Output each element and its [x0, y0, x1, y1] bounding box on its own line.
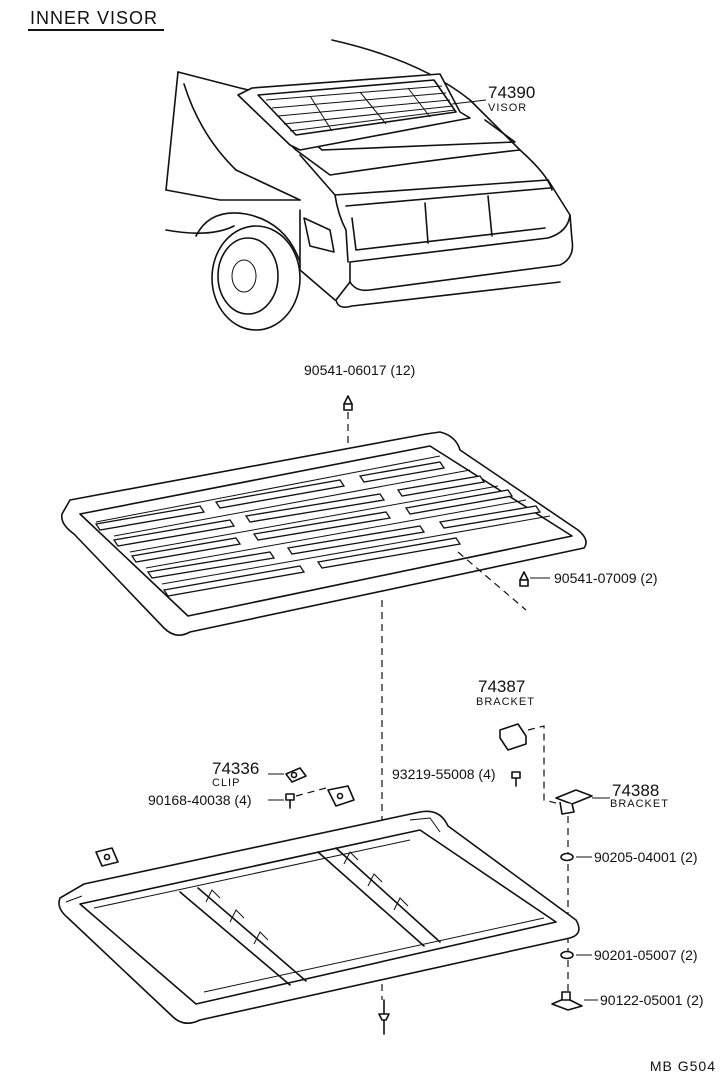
- bracket-lower-part-name: BRACKET: [610, 798, 669, 810]
- washer-1-label: 90205-04001 (2): [594, 849, 698, 865]
- visor-frame: [58, 810, 580, 1024]
- screw-top-label: 90541-06017 (12): [304, 362, 416, 378]
- bracket-upper-part-number: 74387: [478, 677, 526, 696]
- reference-code: MB G504: [649, 1058, 716, 1074]
- bracket-upper-leader: [527, 725, 561, 805]
- clip-screw-icon: [285, 793, 295, 809]
- wing-nut-label: 90122-05001 (2): [600, 992, 704, 1008]
- visor-part-name: VISOR: [488, 102, 528, 114]
- bracket-upper-part-name: BRACKET: [476, 696, 535, 708]
- clip-small-left-icon: [95, 847, 119, 867]
- bracket-lower-part-number: 74388: [612, 781, 660, 800]
- screw-right-icon: [519, 571, 529, 587]
- bottom-bolt-icon: [378, 999, 390, 1035]
- clip-small-icon: [327, 785, 355, 807]
- screw-right-leader: [457, 551, 527, 611]
- visor-panel: [60, 431, 587, 636]
- bolt-icon: [511, 771, 521, 787]
- screw-top-icon: [343, 395, 353, 411]
- car-rear-illustration: [165, 39, 574, 331]
- screw-right-label: 90541-07009 (2): [554, 570, 658, 586]
- clip-part-name: CLIP: [212, 777, 241, 789]
- bracket-lower-icon: [555, 789, 593, 815]
- visor-part-number: 74390: [488, 83, 536, 102]
- clip-icon: [285, 767, 307, 783]
- clip-part-number: 74336: [212, 759, 260, 778]
- diagram-title: INNER VISOR: [28, 8, 165, 31]
- bolt-label: 93219-55008 (4): [392, 766, 496, 782]
- clip-screw-leader: [295, 787, 327, 797]
- wing-nut-icon: [551, 991, 583, 1011]
- washer-1-icon: [560, 852, 574, 862]
- washer-2-label: 90201-05007 (2): [594, 947, 698, 963]
- bracket-upper-icon: [499, 723, 527, 751]
- clip-screw-label: 90168-40038 (4): [148, 792, 252, 808]
- washer-2-icon: [560, 950, 574, 960]
